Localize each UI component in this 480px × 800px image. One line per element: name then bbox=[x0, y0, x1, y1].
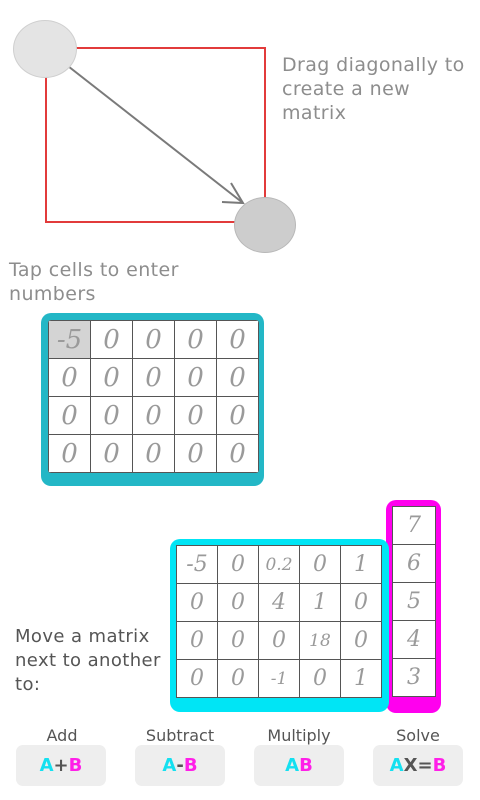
matrix-cell[interactable]: 0 bbox=[132, 396, 175, 435]
matrix-cell[interactable]: 1 bbox=[340, 545, 382, 584]
matrix-cell[interactable]: -5 bbox=[48, 320, 91, 359]
letter-b: B bbox=[432, 755, 447, 776]
subtract-label: Subtract bbox=[145, 726, 215, 745]
matrix-cell[interactable]: 0 bbox=[217, 583, 259, 622]
subtract-button[interactable]: A-B bbox=[135, 745, 225, 786]
matrix-row: 0 0 0 0 0 bbox=[48, 396, 259, 435]
matrix-cell[interactable]: 0.2 bbox=[258, 545, 300, 584]
matrix-cell[interactable]: 0 bbox=[217, 621, 259, 660]
matrix-row: 7 bbox=[392, 506, 436, 545]
matrix-cell[interactable]: 0 bbox=[217, 659, 259, 698]
matrix-cell[interactable]: 0 bbox=[299, 545, 341, 584]
matrix-cell[interactable]: 0 bbox=[299, 659, 341, 698]
drag-start-handle[interactable] bbox=[13, 20, 77, 78]
matrix-cell[interactable]: 0 bbox=[90, 396, 133, 435]
matrix-row: -5 0 0 0 0 bbox=[48, 320, 259, 359]
matrix-row: 0 0 0 0 0 bbox=[48, 434, 259, 473]
matrix-cell[interactable]: 0 bbox=[90, 358, 133, 397]
matrix-row: 6 bbox=[392, 544, 436, 583]
matrix-row: 4 bbox=[392, 620, 436, 659]
tap-instruction: Tap cells to enter numbers bbox=[9, 259, 179, 305]
matrix-cell[interactable]: 0 bbox=[48, 434, 91, 473]
add-label: Add bbox=[46, 726, 78, 745]
operator-symbol: + bbox=[53, 755, 69, 776]
letter-a: A bbox=[162, 755, 177, 776]
move-instruction: Move a matrix next to another to: bbox=[15, 626, 161, 695]
matrix-cell[interactable]: 0 bbox=[216, 320, 259, 359]
matrix-cell[interactable]: 0 bbox=[174, 396, 217, 435]
matrix-cell[interactable]: 0 bbox=[216, 358, 259, 397]
matrix-cell[interactable]: 0 bbox=[216, 396, 259, 435]
letter-a: A bbox=[39, 755, 54, 776]
matrix-cell[interactable]: 1 bbox=[299, 583, 341, 622]
matrix-row: 5 bbox=[392, 582, 436, 621]
matrix-cell[interactable]: 5 bbox=[392, 582, 436, 621]
operator-symbol: - bbox=[176, 755, 184, 776]
matrix-cell[interactable]: -5 bbox=[176, 545, 218, 584]
solve-label: Solve bbox=[396, 726, 440, 745]
matrix-cell[interactable]: 3 bbox=[392, 658, 436, 697]
matrix-row: 0 0 -1 0 1 bbox=[176, 659, 382, 698]
letter-a: A bbox=[285, 755, 300, 776]
matrix-cell[interactable]: 0 bbox=[216, 434, 259, 473]
drag-selection-rectangle bbox=[45, 47, 266, 223]
drag-end-handle[interactable] bbox=[234, 197, 296, 253]
matrix-row: 0 0 0 0 0 bbox=[48, 358, 259, 397]
matrix-cell[interactable]: 0 bbox=[48, 396, 91, 435]
matrix-row: 0 0 4 1 0 bbox=[176, 583, 382, 622]
letter-b: B bbox=[68, 755, 83, 776]
letter-b: B bbox=[183, 755, 198, 776]
matrix-cell[interactable]: 0 bbox=[340, 621, 382, 660]
matrix-row: 3 bbox=[392, 658, 436, 697]
matrix-cell[interactable]: 0 bbox=[174, 434, 217, 473]
matrix-cell[interactable]: 0 bbox=[90, 320, 133, 359]
matrix-cell[interactable]: 1 bbox=[340, 659, 382, 698]
matrix-cell[interactable]: 0 bbox=[174, 320, 217, 359]
matrix-row: -5 0 0.2 0 1 bbox=[176, 545, 382, 584]
matrix-row: 0 0 0 18 0 bbox=[176, 621, 382, 660]
add-button[interactable]: A+B bbox=[16, 745, 106, 786]
multiply-label: Multiply bbox=[267, 726, 331, 745]
matrix-cell[interactable]: 4 bbox=[258, 583, 300, 622]
operator-symbol: X= bbox=[403, 755, 433, 776]
matrix-cell[interactable]: -1 bbox=[258, 659, 300, 698]
matrix-cell[interactable]: 18 bbox=[299, 621, 341, 660]
matrix-cell[interactable]: 4 bbox=[392, 620, 436, 659]
matrix-cell[interactable]: 0 bbox=[174, 358, 217, 397]
matrix-cell[interactable]: 0 bbox=[217, 545, 259, 584]
matrix-cell[interactable]: 0 bbox=[176, 659, 218, 698]
matrix-cell[interactable]: 0 bbox=[48, 358, 91, 397]
letter-b: B bbox=[299, 755, 313, 776]
matrix-cell[interactable]: 0 bbox=[132, 434, 175, 473]
matrix-cell[interactable]: 0 bbox=[258, 621, 300, 660]
matrix-a[interactable]: -5 0 0.2 0 1 0 0 4 1 0 0 0 0 18 0 0 0 -1… bbox=[176, 545, 382, 698]
matrix-cell[interactable]: 0 bbox=[90, 434, 133, 473]
drag-instruction: Drag diagonally to create a new matrix bbox=[282, 54, 465, 124]
matrix-cell[interactable]: 0 bbox=[176, 583, 218, 622]
matrix-cell[interactable]: 0 bbox=[340, 583, 382, 622]
letter-a: A bbox=[389, 755, 404, 776]
edit-matrix[interactable]: -5 0 0 0 0 0 0 0 0 0 0 0 0 0 0 0 0 0 0 0 bbox=[48, 320, 259, 473]
matrix-cell[interactable]: 0 bbox=[132, 320, 175, 359]
matrix-cell[interactable]: 0 bbox=[176, 621, 218, 660]
matrix-cell[interactable]: 6 bbox=[392, 544, 436, 583]
matrix-cell[interactable]: 7 bbox=[392, 506, 436, 545]
matrix-cell[interactable]: 0 bbox=[132, 358, 175, 397]
matrix-b[interactable]: 7 6 5 4 3 bbox=[392, 506, 436, 697]
